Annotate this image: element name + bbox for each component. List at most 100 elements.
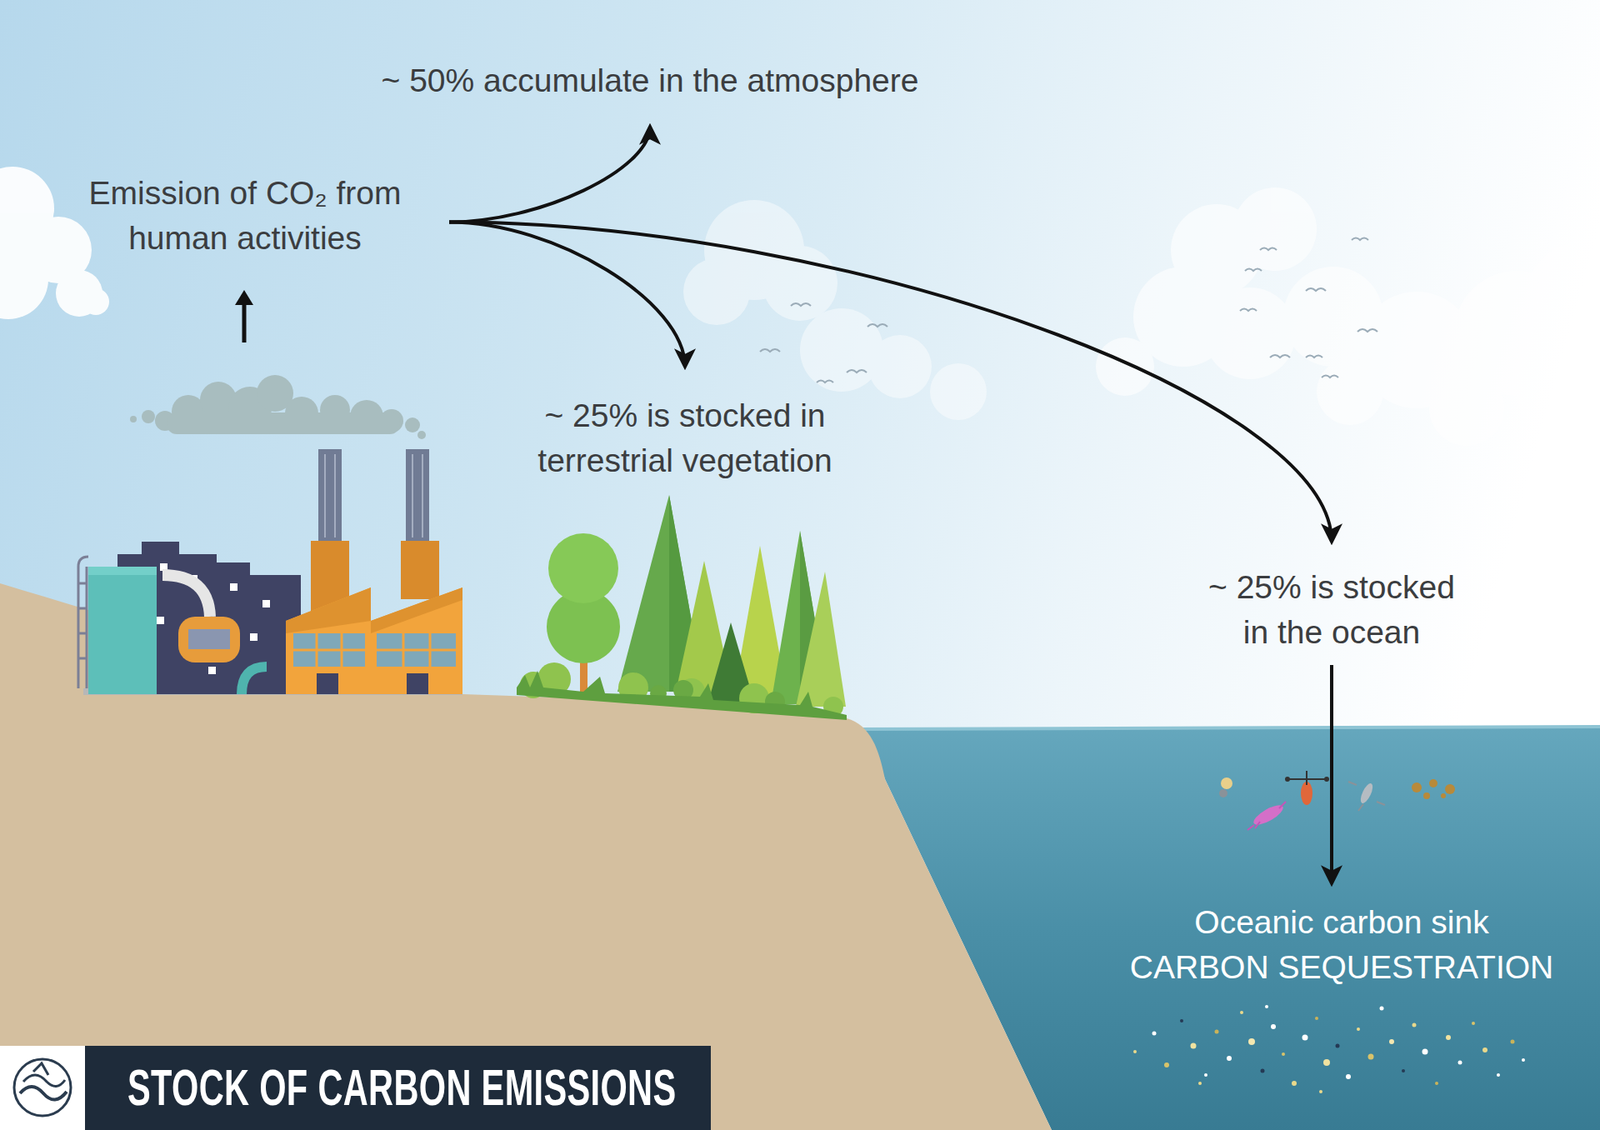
sediment-particles — [1435, 1081, 1439, 1085]
factory — [376, 633, 456, 667]
ocean-surface — [858, 726, 1600, 730]
factory — [178, 616, 240, 663]
factory — [262, 600, 270, 608]
sediment-particles — [1204, 1073, 1208, 1077]
cloud — [683, 258, 750, 325]
plankton — [1348, 781, 1385, 811]
factory — [324, 454, 326, 538]
sediment-particles — [1356, 1027, 1360, 1031]
factory — [156, 616, 165, 625]
logo — [14, 1059, 71, 1116]
forest — [795, 571, 846, 707]
cloud — [683, 200, 987, 420]
smoke — [166, 412, 400, 435]
plankton — [1324, 776, 1330, 782]
node-text: ~ 25% is stocked in terrestrial vegetati… — [510, 393, 860, 484]
cloud — [1525, 241, 1600, 359]
sediment-particles — [1215, 1030, 1220, 1035]
emission-arrow — [235, 290, 254, 343]
bird — [867, 324, 888, 327]
cloud — [868, 335, 932, 399]
sediment-particles — [1496, 1073, 1500, 1077]
factory — [421, 454, 424, 538]
cloud — [1095, 187, 1600, 446]
cloud — [1429, 370, 1505, 446]
sediment-particles — [1240, 1010, 1244, 1015]
factory — [376, 649, 456, 652]
node-text: CARBON SEQUESTRATION — [1116, 945, 1567, 990]
title-banner — [85, 1045, 711, 1130]
factory — [78, 632, 87, 635]
logo — [33, 1063, 49, 1075]
sediment-particles — [1198, 1081, 1202, 1085]
factory — [230, 583, 238, 591]
factory — [78, 449, 463, 695]
plankton — [1358, 781, 1375, 805]
logo — [0, 1045, 85, 1130]
node-text: ~ 25% is stocked in the ocean — [1198, 565, 1465, 655]
factory — [250, 633, 258, 641]
sediment-particles — [1315, 1016, 1319, 1020]
factory — [88, 566, 157, 695]
plankton — [1445, 784, 1455, 795]
factory — [162, 575, 210, 617]
smoke — [417, 430, 426, 440]
flow-label: ~ 25% is stocked in the ocean — [1198, 541, 1465, 665]
factory — [293, 633, 456, 667]
sediment-particles — [1265, 1005, 1269, 1009]
sediment-particles — [1291, 1080, 1297, 1086]
emission-arrow — [235, 290, 254, 305]
sediment-particles — [1458, 1060, 1463, 1065]
sediment-particles — [1368, 1054, 1375, 1060]
forest — [516, 670, 847, 720]
factory — [293, 633, 365, 667]
flow-arrow — [1330, 665, 1334, 884]
factory — [405, 449, 430, 541]
emission-arrow — [242, 301, 247, 343]
bird — [816, 380, 834, 384]
sediment-particles — [1389, 1039, 1395, 1045]
cloud — [800, 308, 884, 392]
sediment-particles — [1133, 1005, 1525, 1094]
plankton — [1250, 801, 1286, 829]
bird — [790, 303, 811, 306]
sediment-particles — [1302, 1035, 1309, 1041]
flow-arrow — [449, 222, 1332, 542]
factory — [78, 556, 89, 567]
flow-label: ~ 50% accumulate in the atmosphere — [333, 50, 967, 127]
plankton — [1219, 789, 1228, 798]
plankton — [1411, 782, 1422, 793]
factory — [293, 649, 365, 652]
factory — [318, 449, 342, 541]
bird — [1321, 375, 1339, 379]
logo — [0, 1045, 85, 1130]
plankton — [1300, 781, 1313, 805]
factory — [411, 454, 414, 538]
bird — [1240, 309, 1257, 312]
flow-label: ~ 25% is stocked in terrestrial vegetati… — [510, 366, 860, 484]
factory — [78, 566, 87, 689]
cloud — [0, 239, 49, 320]
logo — [20, 1086, 67, 1100]
forest — [548, 533, 619, 604]
sediment-particles — [1380, 1006, 1385, 1011]
bird — [1305, 355, 1323, 359]
sediment-particles — [1248, 1038, 1255, 1045]
factory — [293, 633, 456, 667]
plankton — [1429, 779, 1438, 788]
sink-label: Oceanic carbon sinkCARBON SEQUESTRATION — [1116, 883, 1567, 990]
sediment-particles — [1412, 1023, 1417, 1028]
sediment-particles — [1471, 1021, 1475, 1025]
cloud — [1095, 337, 1155, 396]
factory — [78, 657, 87, 660]
factory — [78, 607, 87, 610]
sediment-particles — [1445, 1035, 1451, 1040]
factory — [241, 666, 267, 695]
factory — [77, 566, 80, 689]
sediment-particles — [1510, 1040, 1515, 1045]
factory — [334, 454, 336, 538]
sediment-particles — [1345, 1074, 1351, 1080]
diagram-title: STOCK OF CARBON EMISSIONS — [127, 1057, 676, 1118]
node-text: Oceanic carbon sink — [1116, 900, 1567, 945]
